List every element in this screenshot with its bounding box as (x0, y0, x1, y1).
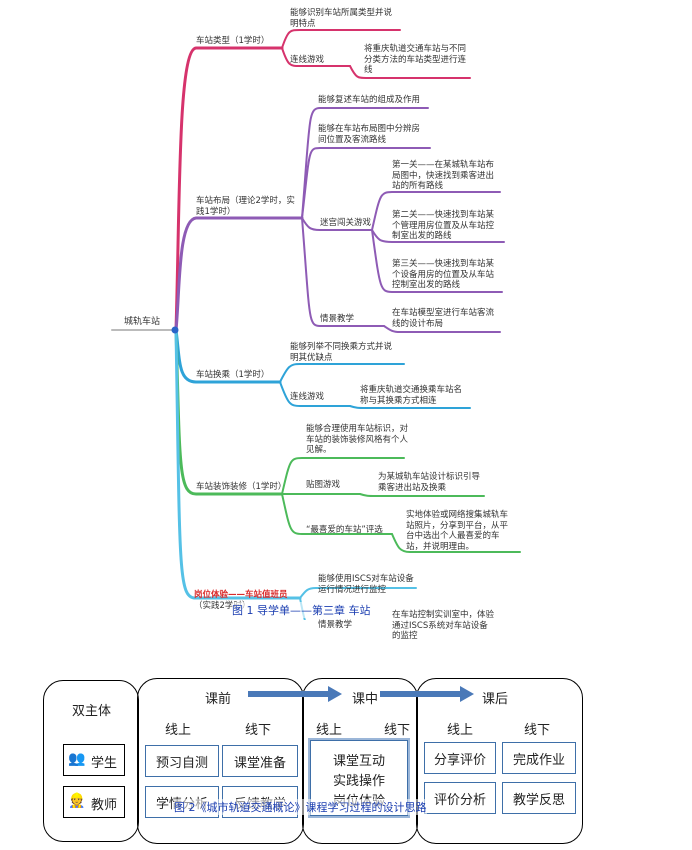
pre-offline-label: 线下 (245, 723, 272, 738)
branch-station-types: 车站类型（1学时） (196, 36, 270, 46)
b2-maze-game: 迷宫闯关游戏 (320, 218, 372, 228)
student-badge: 👥 学生 (63, 744, 125, 776)
b1-matching-game: 连线游戏 (290, 55, 325, 65)
branch-decoration: 车站装饰装修（1学时） (196, 482, 287, 492)
b4-favorite-vote: “最喜爱的车站”评选 (306, 525, 383, 535)
students-icon: 👥 (68, 751, 86, 767)
in-item-1: 课堂互动 (332, 754, 385, 769)
student-label: 学生 (91, 756, 118, 771)
b3-matching-desc: 将重庆轨道交通换乘车站名 称与其换乘方式相连 (360, 385, 463, 406)
branch-job-experience: 岗位体验——车站值班员 (194, 590, 288, 600)
b5-scenario: 情景教学 (318, 620, 353, 630)
post-online-item-1: 分享评价 (424, 742, 496, 774)
b3-matching-game: 连线游戏 (290, 392, 325, 402)
b4-favorite-desc: 实地体验或网络搜集城轨车 站照片，分享到平台，从平 台中选出个人最喜爱的车 站，… (406, 510, 509, 552)
post-online-label: 线上 (447, 723, 474, 738)
b2-maze-level-1: 第一关——在某城轨车站布 局图中，快速找到乘客进出 站的所有路线 (392, 160, 495, 191)
figure-2-caption: 图 2《城市轨道交通概论》课程学习过程的设计思路 (174, 799, 427, 815)
post-class-box (416, 678, 583, 844)
b2-objective-1: 能够复述车站的组成及作用 (318, 95, 421, 105)
branch-job-hours: （实践2学时） (194, 601, 251, 611)
pre-offline-item-1: 课堂准备 (222, 745, 298, 777)
in-class-title: 课中 (352, 692, 379, 707)
branch-transfer: 车站换乘（1学时） (196, 370, 270, 380)
root-node: 城轨车站 (124, 317, 161, 327)
post-online-item-2: 评价分析 (424, 782, 496, 814)
b2-scenario-desc: 在车站模型室进行车站客流 线的设计布局 (392, 308, 495, 329)
b5-scenario-desc: 在车站控制实训室中，体验 通过ISCS系统对车站设备 的监控 (392, 610, 495, 641)
post-class-title: 课后 (482, 692, 509, 707)
teacher-badge: 👷 教师 (63, 786, 125, 818)
in-online-label: 线上 (316, 723, 343, 738)
actors-box (43, 680, 139, 842)
b2-maze-level-2: 第二关——快速找到车站某 个管理用房位置及从车站控 制室出发的路线 (392, 210, 495, 241)
b4-sticker-desc: 为某城轨车站设计标识引导 乘客进出站及换乘 (378, 472, 481, 493)
in-class-box (302, 678, 418, 844)
b2-scenario: 情景教学 (320, 314, 355, 324)
b3-objective: 能够列举不同换乘方式并说 明其优缺点 (290, 342, 393, 363)
b2-maze-level-3: 第三关——快速找到车站某 个设备用房的位置及从车站 控制室出发的路线 (392, 259, 495, 290)
teacher-label: 教师 (91, 798, 118, 813)
in-offline-label: 线下 (384, 723, 411, 738)
b4-objective: 能够合理使用车站标识，对 车站的装饰装修风格有个人 见解。 (306, 424, 409, 455)
b1-objective: 能够识别车站所属类型并说 明特点 (290, 8, 393, 29)
teacher-icon: 👷 (68, 793, 86, 809)
pre-online-item-1: 预习自测 (145, 745, 219, 777)
b2-objective-2: 能够在车站布局图中分辨房 间位置及客流路线 (318, 124, 421, 145)
b4-sticker-game: 贴图游戏 (306, 480, 341, 490)
mindmap-lines (111, 29, 521, 620)
pre-class-title: 课前 (205, 692, 232, 707)
figure-1-caption: 图 1 导学单——第三章 车站 (232, 602, 371, 618)
b5-objective: 能够使用ISCS对车站设备 运行情况进行监控 (318, 574, 414, 595)
pre-class-box (137, 678, 304, 844)
pre-online-label: 线上 (165, 723, 192, 738)
in-item-2: 实践操作 (332, 774, 385, 789)
post-offline-label: 线下 (524, 723, 551, 738)
post-offline-item-2: 教学反思 (502, 782, 576, 814)
post-offline-item-1: 完成作业 (502, 742, 576, 774)
b1-matching-desc: 将重庆轨道交通车站与不同 分类方法的车站类型进行连 线 (364, 44, 467, 75)
branch-station-layout: 车站布局（理论2学时，实 践1学时） (196, 196, 295, 217)
actors-title: 双主体 (72, 704, 112, 719)
